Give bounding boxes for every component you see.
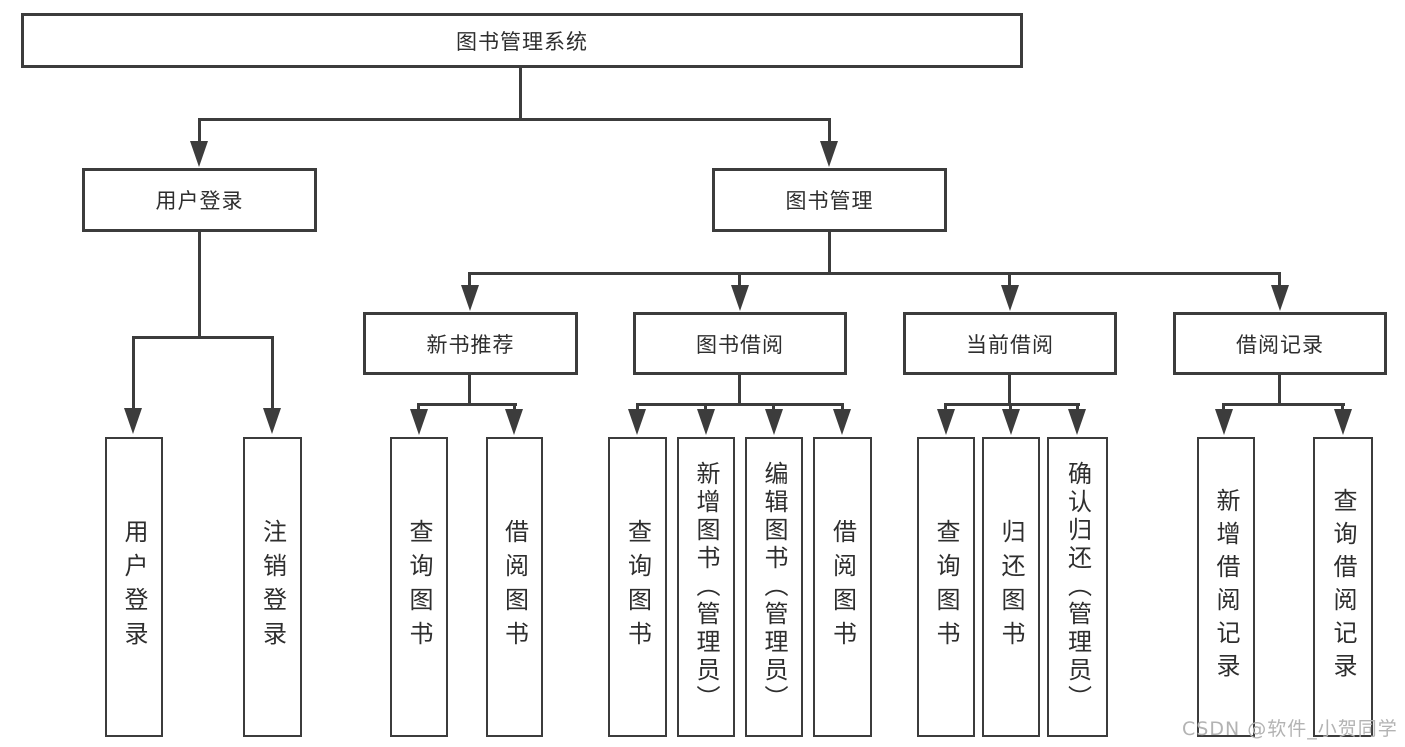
connector-line (417, 403, 420, 411)
connector-line (1222, 403, 1345, 406)
connector-line (1222, 403, 1225, 411)
node-label: 图书管理 (785, 189, 874, 213)
arrow-down (697, 409, 715, 435)
connector-line (468, 275, 471, 288)
leaf-records-query-record: 查询借阅记录 (1313, 437, 1373, 737)
connector-line (944, 403, 1080, 406)
leaf-records-add-record: 新增借阅记录 (1197, 437, 1255, 737)
node-book-borrowing: 图书借阅 (633, 312, 847, 375)
connector-line (132, 336, 274, 339)
connector-line (636, 403, 844, 406)
node-label: 借阅图书 (500, 519, 529, 655)
connector-line (636, 403, 639, 411)
arrow-down (628, 409, 646, 435)
arrow-down (461, 285, 479, 311)
arrow-down (1215, 409, 1233, 435)
connector-line (704, 403, 707, 411)
connector-line (738, 375, 741, 406)
connector-line (132, 339, 135, 410)
leaf-rec-query-books: 查询图书 (390, 437, 448, 737)
connector-line (1076, 403, 1079, 411)
node-label: 归还图书 (997, 519, 1025, 655)
connector-line (271, 339, 274, 410)
connector-line (772, 403, 775, 411)
connector-line (1278, 375, 1281, 406)
connector-line (1008, 275, 1011, 288)
connector-line (198, 118, 831, 121)
connector-line (468, 375, 471, 406)
node-label: 借阅记录 (1236, 332, 1324, 357)
node-label: 新书推荐 (426, 332, 515, 357)
node-label: 新增借阅记录 (1212, 488, 1240, 686)
connector-line (828, 121, 831, 145)
arrow-down (765, 409, 783, 435)
connector-line (417, 403, 517, 406)
node-current-borrowing: 当前借阅 (903, 312, 1117, 375)
node-label: 用户登录 (155, 189, 244, 213)
leaf-borrow-add-books-admin: 新增图书（管理员） (677, 437, 735, 737)
node-user-login: 用户登录 (82, 168, 317, 232)
connector-line (198, 232, 201, 339)
arrow-down (124, 408, 142, 434)
arrow-down (410, 409, 428, 435)
node-label: 图书管理系统 (456, 29, 588, 54)
connector-line (468, 272, 1281, 275)
connector-line (1278, 275, 1281, 288)
leaf-borrow-edit-books-admin: 编辑图书（管理员） (745, 437, 803, 737)
node-new-book-recommend: 新书推荐 (363, 312, 578, 375)
arrow-down (190, 141, 208, 167)
connector-line (198, 121, 201, 145)
connector-line (513, 403, 516, 411)
arrow-down (1271, 285, 1289, 311)
node-label: 用户登录 (120, 519, 148, 655)
connector-line (1008, 375, 1011, 406)
node-library-management-system: 图书管理系统 (21, 13, 1023, 68)
node-label: 借阅图书 (828, 519, 857, 655)
arrow-down (1068, 409, 1086, 435)
connector-line (944, 403, 947, 411)
connector-line (1341, 403, 1344, 411)
connector-line (519, 68, 522, 121)
arrow-down (1334, 409, 1352, 435)
arrow-down (731, 285, 749, 311)
arrow-down (1001, 285, 1019, 311)
leaf-logout: 注销登录 (243, 437, 302, 737)
connector-line (841, 403, 844, 411)
leaf-current-return-books: 归还图书 (982, 437, 1040, 737)
leaf-rec-borrow-books: 借阅图书 (486, 437, 543, 737)
node-label: 查询图书 (623, 519, 652, 655)
node-borrowing-records: 借阅记录 (1173, 312, 1387, 375)
node-label: 图书借阅 (696, 332, 784, 357)
arrow-down (1002, 409, 1020, 435)
leaf-current-confirm-return-admin: 确认归还（管理员） (1047, 437, 1108, 737)
node-book-management: 图书管理 (712, 168, 947, 232)
arrow-down (833, 409, 851, 435)
leaf-borrow-query-books: 查询图书 (608, 437, 667, 737)
node-label: 当前借阅 (966, 332, 1054, 357)
leaf-current-query-books: 查询图书 (917, 437, 975, 737)
arrow-down (937, 409, 955, 435)
node-label: 注销登录 (258, 519, 287, 655)
node-label: 查询图书 (932, 519, 960, 655)
node-label: 确认归还（管理员） (1063, 461, 1092, 713)
arrow-down (505, 409, 523, 435)
connector-line (1009, 403, 1012, 411)
node-label: 编辑图书（管理员） (760, 461, 788, 713)
node-label: 查询图书 (405, 519, 433, 655)
csdn-watermark: CSDN @软件_小贺同学 (1182, 718, 1398, 740)
connector-line (828, 232, 831, 275)
node-label: 新增图书（管理员） (692, 461, 720, 713)
node-label: 查询借阅记录 (1329, 488, 1357, 686)
leaf-borrow-borrow-books: 借阅图书 (813, 437, 872, 737)
arrow-down (263, 408, 281, 434)
arrow-down (820, 141, 838, 167)
leaf-user-login: 用户登录 (105, 437, 163, 737)
connector-line (738, 275, 741, 288)
